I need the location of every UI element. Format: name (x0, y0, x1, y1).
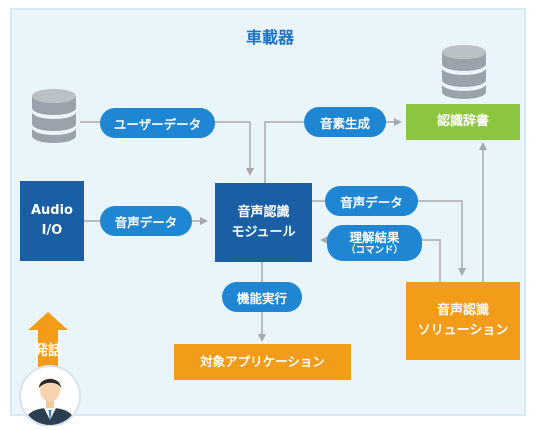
speech-arrow (28, 312, 68, 380)
audio-io-box: Audio I/O (20, 181, 84, 261)
recognition-dictionary-box: 認識辞書 (406, 104, 520, 140)
understanding-result-subtext: （コマンド） (345, 245, 403, 256)
voice-recognition-module-box: 音声認識 モジュール (215, 183, 312, 262)
target-application-box: 対象アプリケーション (174, 344, 351, 380)
speech-label: 発話 (34, 343, 62, 359)
label-understanding-result: 理解結果 （コマンド） (327, 225, 422, 261)
label-element-generation: 音素生成 (304, 107, 386, 137)
label-function-execution: 機能実行 (222, 282, 302, 312)
understanding-result-text: 理解結果 (349, 230, 400, 245)
person-avatar-icon (19, 365, 81, 426)
label-voice-data-out: 音声データ (325, 186, 418, 216)
label-user-data: ユーザーデータ (100, 108, 215, 138)
voice-recognition-solution-box: 音声認識 ソリューション (406, 282, 520, 360)
label-voice-data-in: 音声データ (100, 206, 192, 236)
dictionary-database-icon (442, 45, 486, 99)
diagram-title: 車載器 (245, 28, 294, 47)
database-icon (32, 89, 76, 143)
